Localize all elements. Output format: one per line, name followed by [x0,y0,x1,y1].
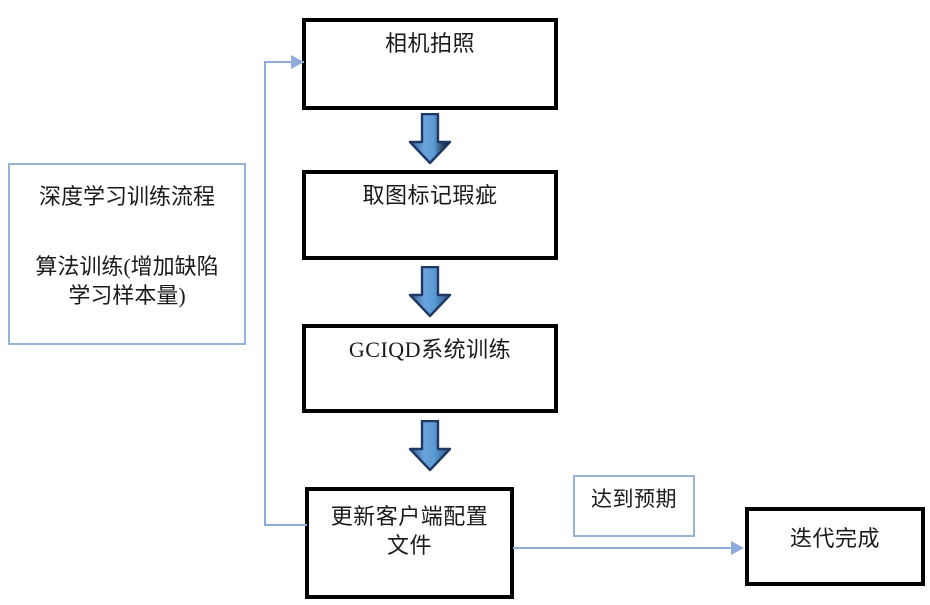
node-camera-capture[interactable]: 相机拍照 [302,18,558,110]
node-update-client-config-file-label: 更新客户端配置 文件 [330,504,489,558]
exit-arrowhead-icon [731,541,744,555]
node-gciqd-system-training[interactable]: GCIQD系统训练 [302,324,558,413]
feedback-line-top-segment [264,61,304,63]
node-meets-expectation-label-box[interactable]: 达到预期 [573,475,695,537]
node-capture-and-mark-defects[interactable]: 取图标记瑕疵 [302,170,558,260]
node-iteration-complete-label: 迭代完成 [789,526,880,551]
training-process-panel: 深度学习训练流程 算法训练(增加缺陷 学习样本量) [8,163,246,345]
feedback-line-vertical-segment [264,62,266,526]
arrow-down-mark-to-train [407,265,453,318]
arrow-down-train-to-update [407,419,453,472]
panel-title-text: 深度学习训练流程 [38,184,215,209]
node-meets-expectation-label: 达到预期 [591,487,677,511]
node-camera-capture-label: 相机拍照 [384,31,475,56]
arrow-down-camera-to-mark [407,112,453,165]
feedback-line-bottom-segment [264,524,307,526]
exit-line-segment [513,547,741,549]
node-gciqd-system-training-label: GCIQD系统训练 [348,337,512,362]
node-update-client-config-file[interactable]: 更新客户端配置 文件 [305,487,514,599]
node-capture-and-mark-defects-label: 取图标记瑕疵 [362,183,498,208]
panel-detail-text: 算法训练(增加缺陷 学习样本量) [35,254,219,309]
node-iteration-complete[interactable]: 迭代完成 [745,507,925,586]
feedback-arrowhead-icon [291,55,304,69]
